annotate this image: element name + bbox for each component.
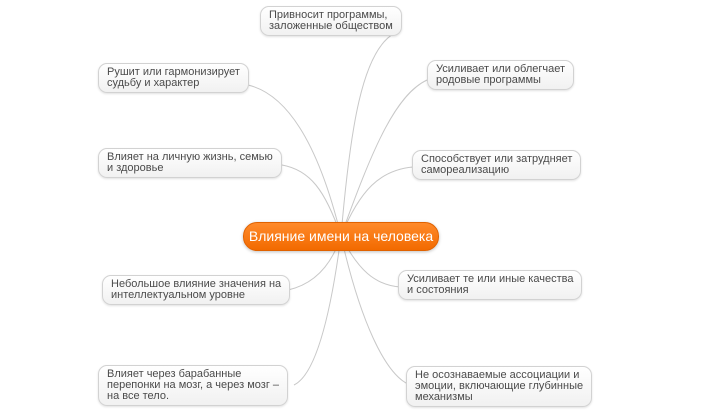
branch-b8-line-2: перепонки на мозг, а через мозг – [107, 379, 280, 391]
connector-b1 [340, 32, 396, 237]
branch-b1: Привносит программы, заложенные общество… [260, 6, 402, 36]
branch-b9-line-3: механизмы [415, 391, 473, 403]
branch-b1-line-1: Привносит программы, [269, 9, 388, 21]
branch-b2: Рушит или гармонизирует судьбу и характе… [98, 63, 249, 93]
branch-b5-line-2: самореализацию [421, 164, 510, 176]
connector-b3 [340, 79, 428, 237]
connector-lines [247, 32, 428, 386]
branch-b8-line-3: на все тело. [107, 390, 170, 402]
branch-b5-line-1: Способствует или затрудняет [421, 153, 573, 165]
branch-b9-line-1: Не осознаваемые ассоциации и [415, 369, 580, 381]
branch-b2-line-2: судьбу и характер [107, 77, 200, 89]
branch-b9: Не осознаваемые ассоциации и эмоции, вкл… [406, 366, 593, 407]
branch-b9-line-2: эмоции, включающие глубинные [415, 380, 584, 392]
branch-b4-line-1: Влияет на личную жизнь, семью [107, 151, 273, 163]
branch-b3: Усиливает или облегчает родовые программ… [427, 60, 575, 90]
central-topic-label: Влияние имени на человека [248, 228, 434, 244]
branch-b5: Способствует или затрудняет самореализац… [412, 150, 582, 180]
branch-b3-line-1: Усиливает или облегчает [436, 63, 566, 75]
connector-b8 [293, 235, 342, 386]
branch-b7-line-1: Усиливает те или иные качества [407, 273, 574, 285]
branch-b6-line-2: интеллектуальном уровне [111, 289, 246, 301]
branch-b4-line-2: и здоровье [107, 162, 164, 174]
connector-b9 [340, 235, 411, 386]
central-topic: Влияние имени на человека [243, 222, 439, 251]
connector-b2 [247, 84, 342, 237]
branch-b4: Влияет на личную жизнь, семью и здоровье [98, 148, 282, 178]
branch-b7: Усиливает те или иные качества и состоян… [398, 270, 583, 300]
branch-b7-line-2: и состояния [407, 284, 469, 296]
branch-b6: Небольшое влияние значения на интеллекту… [102, 275, 291, 305]
branch-b6-line-1: Небольшое влияние значения на [111, 278, 282, 290]
branch-b8: Влияет через барабанные перепонки на моз… [98, 365, 289, 406]
branch-b2-line-1: Рушит или гармонизирует [107, 66, 240, 78]
branch-b3-line-2: родовые программы [436, 74, 541, 86]
branch-b1-line-2: заложенные обществом [269, 20, 393, 32]
branch-b8-line-1: Влияет через барабанные [107, 368, 242, 380]
